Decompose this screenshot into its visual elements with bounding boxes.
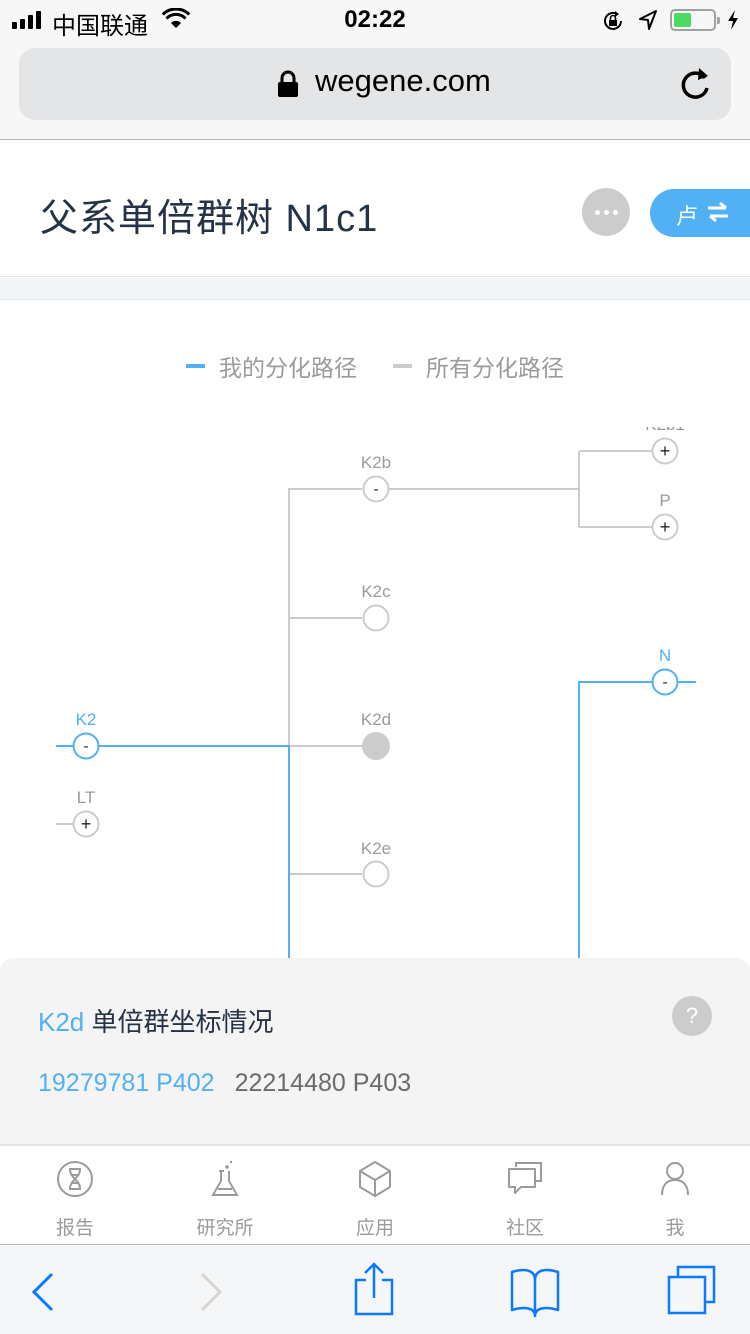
link-k2-k2b [288,488,362,746]
charging-icon [728,10,738,30]
tabs-icon[interactable] [666,1264,720,1318]
flask-icon [211,1160,239,1196]
tree-node-k2b1: + [651,437,679,465]
coordinate-unmatched: 22214480 P403 [234,1069,412,1097]
wifi-icon [162,8,190,28]
user-icon [661,1162,689,1196]
legend: 我的分化路径 所有分化路径 [0,349,750,383]
svg-text:-: - [83,738,88,755]
page-title: 父系单倍群树 N1c1 [40,198,379,240]
chevron-left-icon[interactable] [30,1272,56,1312]
node-label-k2d[interactable]: K2d [360,710,392,729]
tree-node-n: - [651,668,679,696]
browser-toolbar [0,1246,750,1334]
legend-my-path: 我的分化路径 [186,349,357,383]
battery-icon [670,9,720,31]
tree-node-k2e [362,860,390,888]
tree-node-k2: - [72,732,100,760]
svg-text:-: - [373,481,378,498]
share-icon[interactable] [352,1262,396,1318]
reload-icon[interactable] [679,66,713,102]
node-label-k2c[interactable]: K2c [361,582,391,601]
node-label-p[interactable]: P [659,491,671,510]
legend-label: 所有分化路径 [426,355,564,381]
svg-text:-: - [662,674,667,691]
page-header: 父系单倍群树 N1c1 卢 [0,141,750,277]
carrier-name: 中国联通 [52,13,148,40]
question-icon: ? [685,1003,699,1028]
tree-diagram: - + - + + - [56,437,696,958]
tab-community[interactable]: 社区 [450,1147,600,1244]
node-label-k2e[interactable]: K2e [360,839,392,858]
tab-label: 我 [665,1218,685,1239]
coordinate-matched: 19279781 P402 [38,1069,215,1097]
node-label-k2b[interactable]: K2b [360,453,392,472]
rotation-lock-icon [604,11,622,30]
switch-user-label: 卢 [676,204,699,229]
svg-text:+: + [660,441,671,461]
clock: 02:22 [344,6,406,33]
location-icon [639,10,657,30]
haplogroup-info-panel: K2d 单倍群坐标情况 ? 19279781 P402 22214480 P40… [0,958,750,1146]
chevron-right-icon[interactable] [198,1272,224,1312]
ellipsis-icon [594,209,618,215]
tab-label: 报告 [55,1218,94,1239]
node-label-n[interactable]: N [658,646,672,665]
tree-node-k2b: - [362,475,390,503]
cube-icon [359,1161,391,1197]
legend-swatch [393,364,412,368]
legend-all-paths: 所有分化路径 [393,349,564,383]
svg-text:+: + [660,517,671,537]
tree-node-lt: + [72,810,100,838]
tree-node-p: + [651,513,679,541]
signal-icon [12,11,41,29]
more-button[interactable] [582,188,630,236]
address-bar[interactable]: wegene.com [19,48,731,120]
url-text[interactable]: wegene.com [315,63,491,98]
section-divider [0,278,750,300]
switch-user-button[interactable]: 卢 [650,189,750,237]
tab-label: 应用 [355,1218,394,1239]
info-haplogroup: K2d [38,1007,85,1037]
tab-institute[interactable]: 研究所 [150,1147,300,1244]
legend-label: 我的分化路径 [219,355,357,381]
tab-apps[interactable]: 应用 [300,1147,450,1244]
info-title: K2d 单倍群坐标情况 [38,1002,274,1039]
status-bar: 中国联通 02:22 [0,0,750,40]
node-label-lt[interactable]: LT [76,788,96,807]
tab-label: 社区 [505,1218,544,1239]
tree-node-k2c [362,604,390,632]
chat-icon [508,1162,542,1194]
node-label-k2[interactable]: K2 [75,710,97,729]
browser-address-area: wegene.com [0,40,750,140]
tab-report[interactable]: 报告 [0,1147,150,1244]
tree-viewport-mask [600,400,740,427]
link-my-path-n [578,681,696,958]
info-title-text: 单倍群坐标情况 [91,1007,274,1037]
help-button[interactable]: ? [672,996,712,1036]
dna-icon [57,1161,93,1197]
swap-icon [708,201,728,223]
legend-swatch [186,364,205,368]
tab-label: 研究所 [196,1218,254,1239]
link-k2b-children [389,450,652,528]
coordinate-list: 19279781 P402 22214480 P403 [38,1069,411,1098]
lock-icon [278,70,298,97]
tab-me[interactable]: 我 [600,1147,750,1244]
book-icon[interactable] [508,1266,562,1318]
tree-node-k2d [362,732,390,760]
svg-text:+: + [81,814,92,834]
link-my-path-k2 [56,745,290,958]
app-tab-bar: 报告 研究所 应用 社区 我 [0,1147,750,1245]
